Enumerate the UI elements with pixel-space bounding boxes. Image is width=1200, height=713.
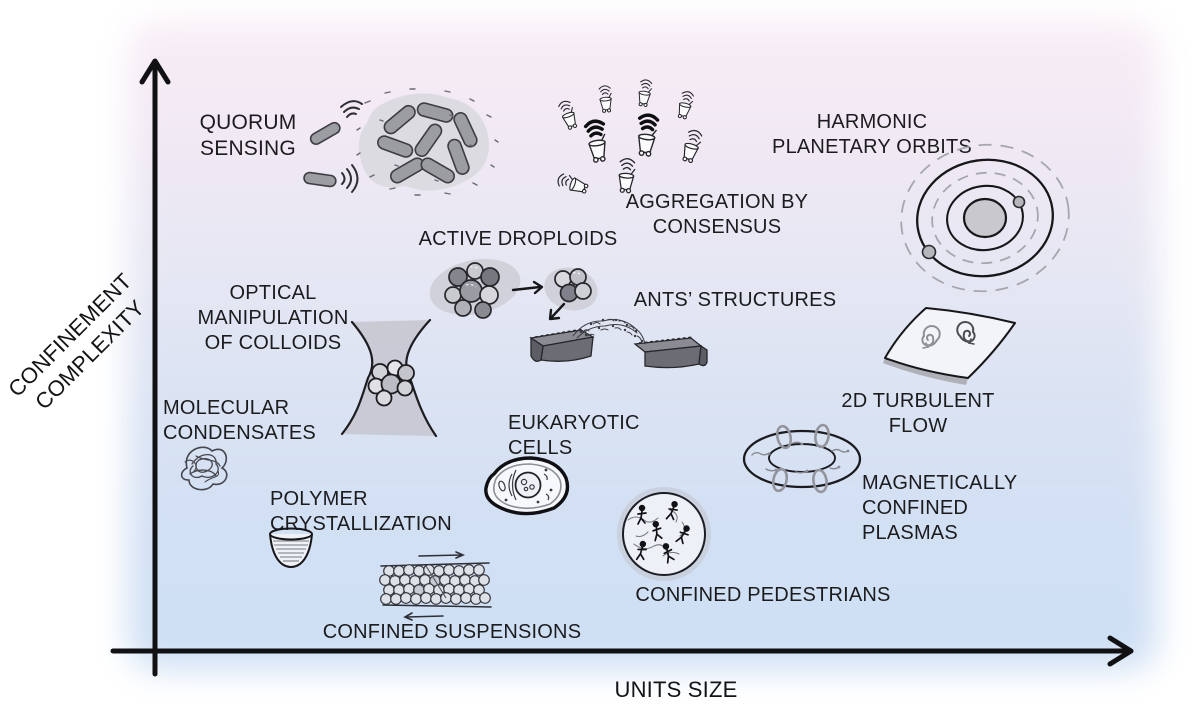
ants-structures-icon <box>529 318 708 369</box>
label-confined-suspensions: CONFINED SUSPENSIONS <box>322 621 582 643</box>
label-polymer-crystallization: POLYMER CRYSTALLIZATION <box>270 488 452 536</box>
molecular-condensate-tangle-icon <box>180 446 228 491</box>
label-molecular-condensates: MOLECULAR CONDENSATES <box>163 397 316 445</box>
turbulent-flow-sheet-icon <box>883 307 1016 385</box>
optical-trap-icon <box>340 318 438 438</box>
planetary-orbits-icon <box>900 143 1070 293</box>
label-harmonic-planetary-orbits: HARMONIC PLANETARY ORBITS <box>772 111 972 159</box>
label-quorum-sensing: QUORUM SENSING <box>199 111 297 161</box>
label-eukaryotic-cells: EUKARYOTIC CELLS <box>508 412 640 460</box>
label-magnetically-confined-plasmas: MAGNETICALLY CONFINED PLASMAS <box>862 472 1018 545</box>
active-droploids-icon <box>429 258 598 321</box>
label-confined-pedestrians: CONFINED PEDESTRIANS <box>635 584 891 606</box>
confined-suspensions-icon <box>379 551 492 621</box>
tokamak-icon <box>742 423 862 494</box>
y-axis-arrowhead <box>139 58 171 85</box>
crystallization-cup-icon <box>269 527 313 568</box>
label-optical-manipulation-of-colloids: OPTICAL MANIPULATION OF COLLOIDS <box>197 282 349 355</box>
label-active-droploids: ACTIVE DROPLOIDS <box>418 228 618 250</box>
label-2d-turbulent-flow: 2D TURBULENT FLOW <box>841 390 995 438</box>
label-ants-structures: ANTS’ STRUCTURES <box>633 289 837 311</box>
quorum-sensing-bacteria-icon <box>303 88 499 196</box>
label-aggregation-by-consensus: AGGREGATION BY CONSENSUS <box>625 191 809 239</box>
x-axis-label: UNITS SIZE <box>614 677 738 702</box>
x-axis-arrowhead <box>1107 635 1134 667</box>
eukaryotic-cell-icon <box>484 456 570 516</box>
confined-pedestrians-icon <box>617 487 711 581</box>
consensus-robots-icon <box>555 78 704 196</box>
